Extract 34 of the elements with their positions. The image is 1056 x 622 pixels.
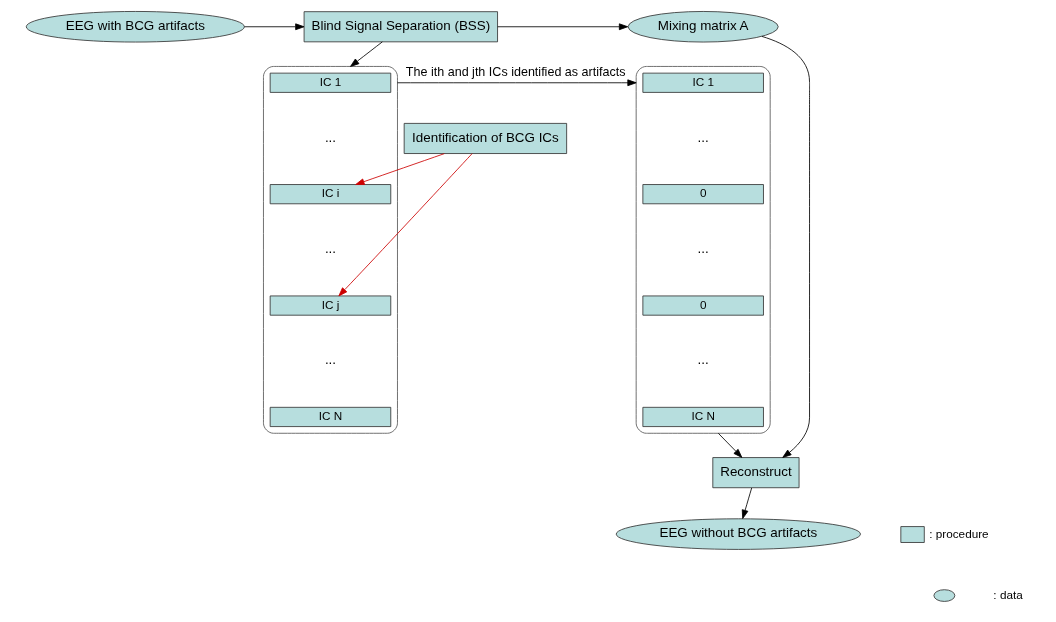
node-box: IC i [269,184,391,205]
node-ellipse: EEG with BCG artifacts [25,11,245,43]
node-box: Reconstruct [711,457,799,489]
label: ... [324,241,336,257]
node-box: IC 1 [269,72,391,93]
node-ellipse: EEG without BCG artifacts [615,518,861,550]
node-box: IC N [641,406,764,427]
legend-label: : data [992,587,1023,601]
node-box: 0 [641,184,764,205]
arrow [761,36,810,458]
arrow [717,432,742,458]
arrow [337,153,472,297]
label: ... [697,129,709,145]
node-box: IC j [269,295,391,316]
label: ... [697,241,709,257]
label: ... [324,352,336,368]
node-box: Identification of BCG ICs [403,122,567,154]
arrow [349,41,383,67]
node-box: IC N [269,406,391,427]
arrow [496,23,628,31]
edge-label: The ith and jth ICs identified as artifacts [405,65,626,80]
node-box: 0 [641,295,764,316]
node-box: Blind Signal Separation (BSS) [303,11,498,43]
arrow [243,23,304,31]
label: ... [697,352,709,368]
node-box: IC 1 [641,72,764,93]
node-ellipse: Mixing matrix A [627,11,779,43]
arrow [741,487,752,519]
label: ... [324,129,336,145]
cluster [635,66,771,434]
cluster [262,66,398,434]
legend-label: : procedure [928,526,989,540]
arrow [354,153,445,185]
arrow [396,79,637,87]
